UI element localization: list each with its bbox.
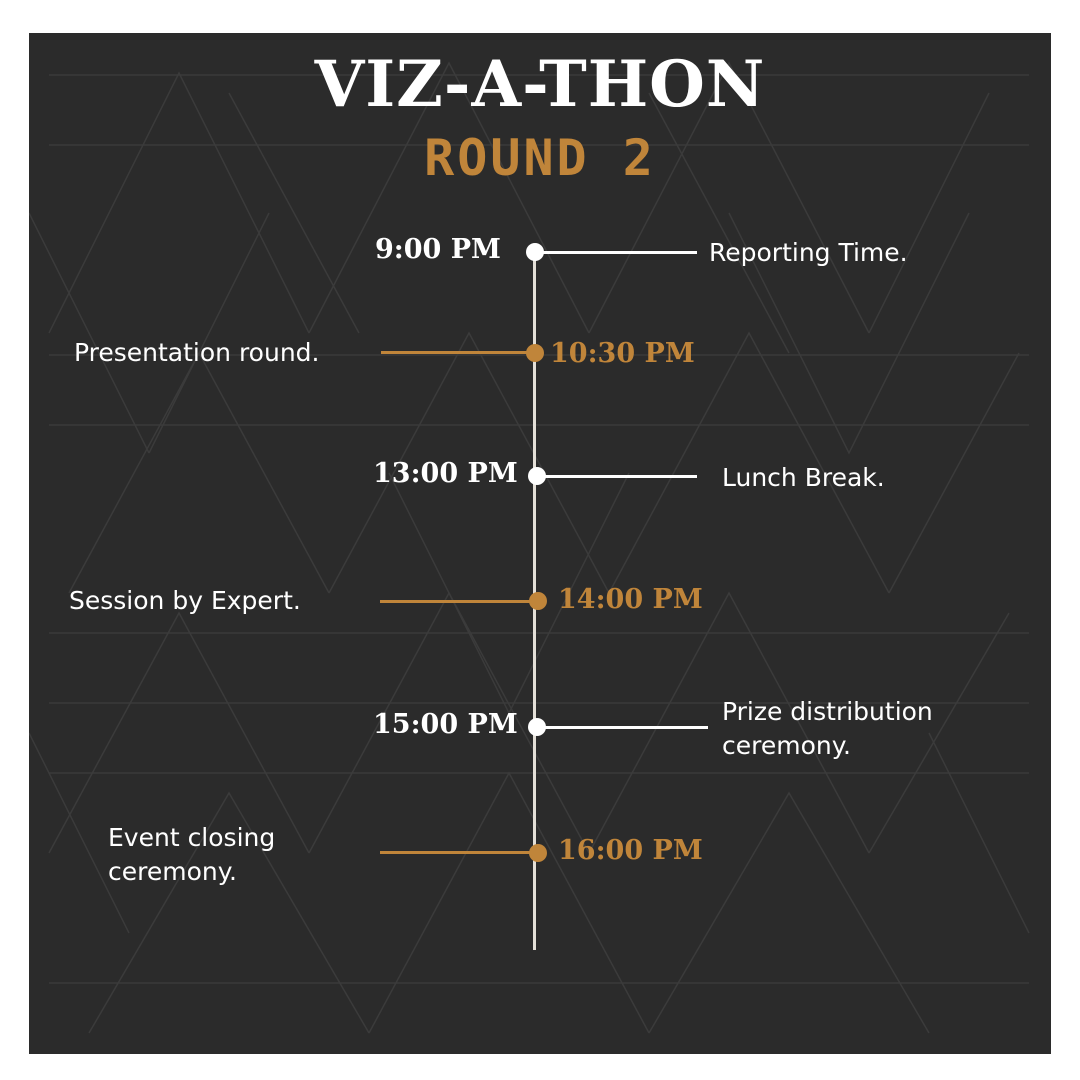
timeline-dot <box>529 592 547 610</box>
connector-line <box>381 351 536 354</box>
time-label: 14:00 PM <box>558 584 703 615</box>
connector-line <box>537 726 708 729</box>
time-label: 16:00 PM <box>558 835 703 866</box>
event-label: Reporting Time. <box>709 238 908 267</box>
connector-line <box>537 475 697 478</box>
time-label: 15:00 PM <box>373 709 518 740</box>
time-label: 9:00 PM <box>375 234 501 265</box>
time-label: 13:00 PM <box>373 458 518 489</box>
poster-card: VIZ-A-THON ROUND 2 9:00 PM Reporting Tim… <box>29 33 1051 1054</box>
event-label: Lunch Break. <box>722 463 885 492</box>
event-label: Session by Expert. <box>69 586 301 615</box>
connector-line <box>380 600 536 603</box>
round-subtitle: ROUND 2 <box>424 129 656 187</box>
timeline-dot <box>528 718 546 736</box>
connector-line <box>380 851 536 854</box>
timeline-dot <box>526 243 544 261</box>
page-title: VIZ-A-THON <box>314 47 766 122</box>
event-label: Event closing ceremony. <box>108 823 276 886</box>
timeline-dot <box>529 844 547 862</box>
time-label: 10:30 PM <box>550 338 695 369</box>
background-pattern <box>29 61 1030 1034</box>
connector-line <box>537 251 697 254</box>
event-label: Presentation round. <box>74 338 320 367</box>
timeline-dot <box>528 467 546 485</box>
event-label: Prize distribution ceremony. <box>722 697 933 760</box>
timeline-dot <box>526 344 544 362</box>
